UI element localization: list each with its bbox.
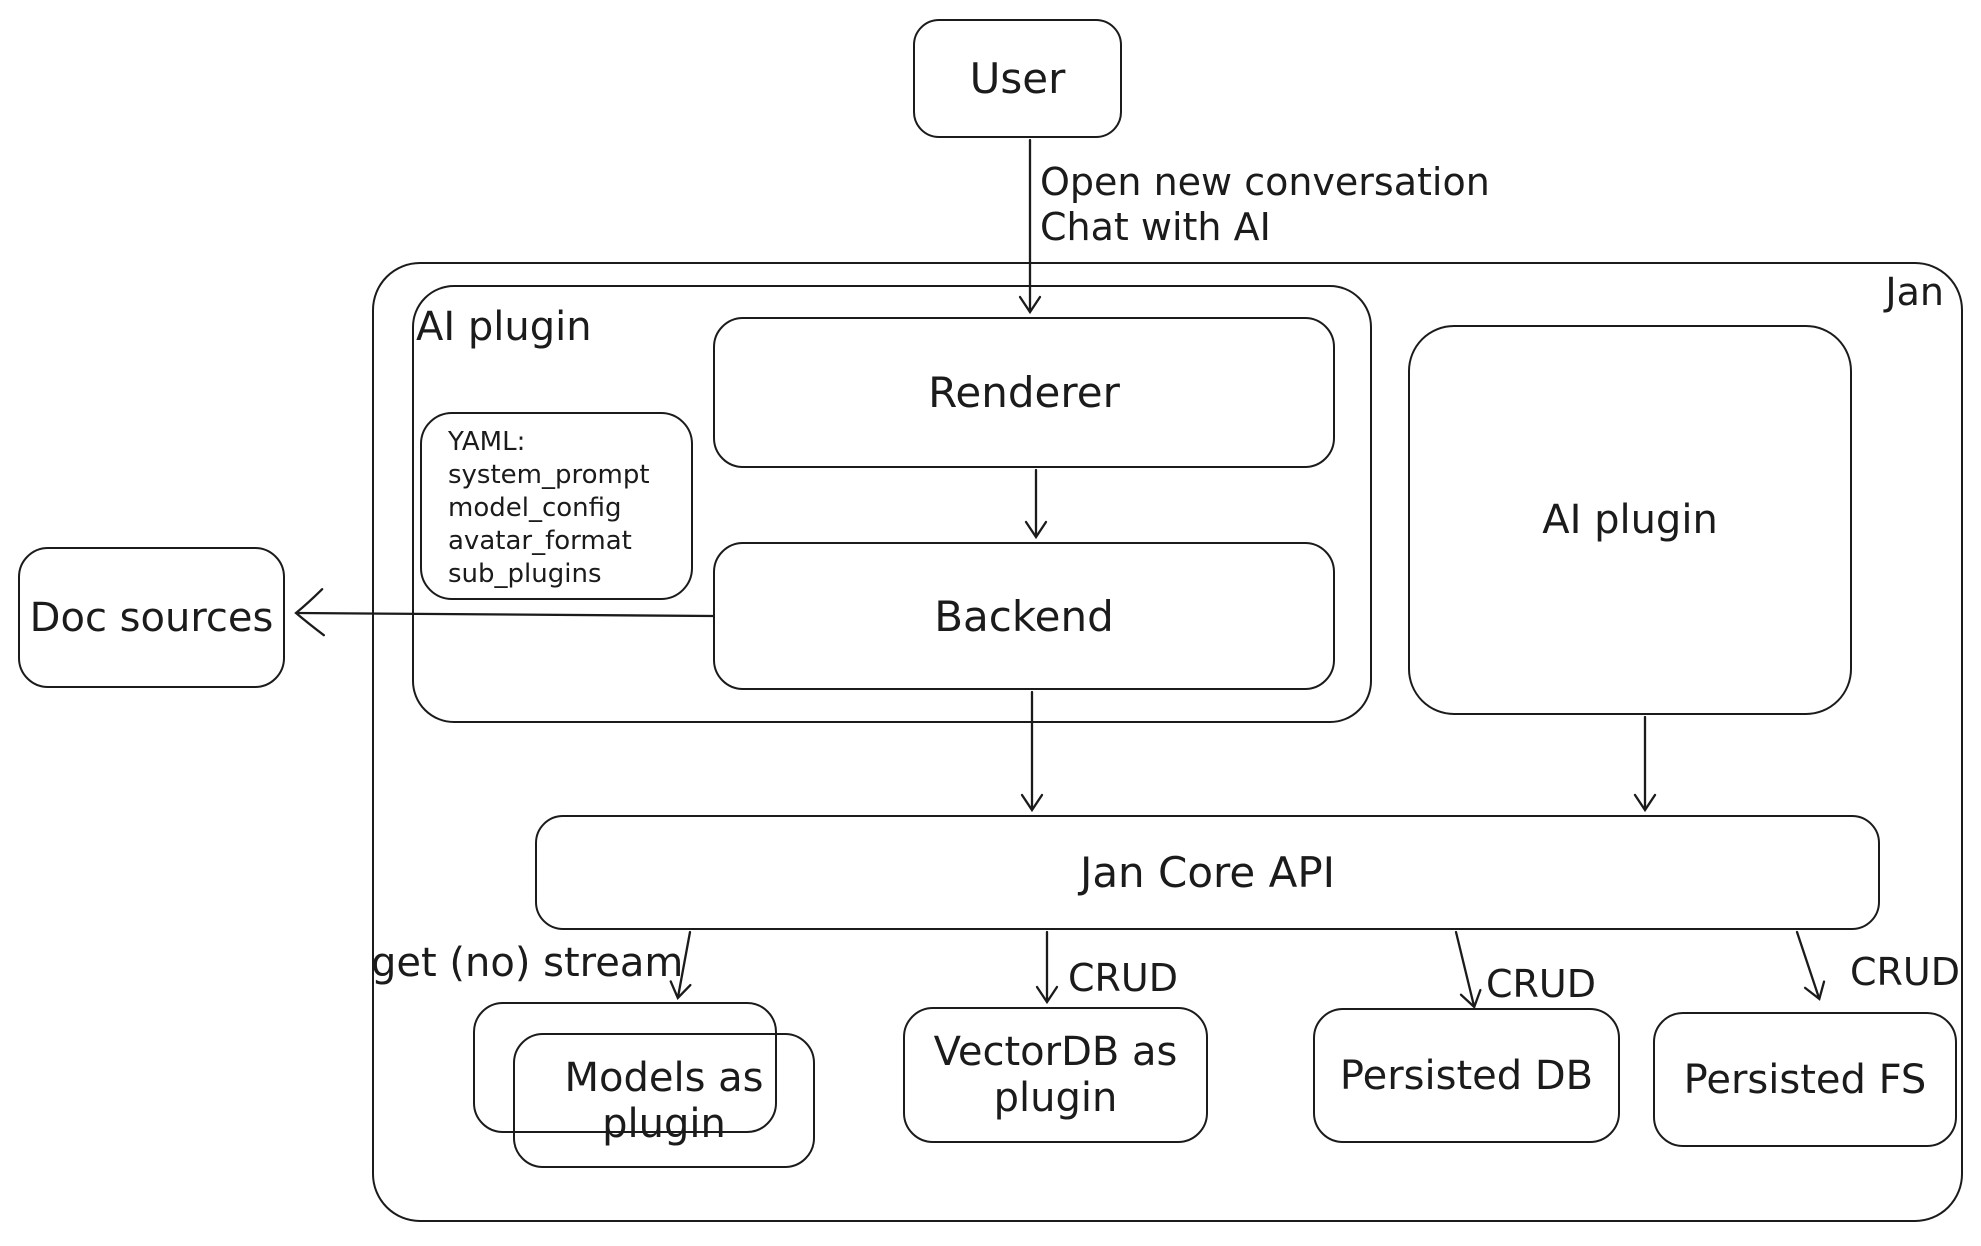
user-flow-label-line2: Chat with AI <box>1040 205 1271 249</box>
persisted-db-node-label: Persisted DB <box>1339 1052 1594 1099</box>
yaml-note-line: sub_plugins <box>448 559 602 589</box>
user-flow-label-line1: Open new conversation <box>1040 160 1490 204</box>
ai-plugin-group <box>412 285 1372 723</box>
user-node: User <box>913 19 1122 138</box>
jan-core-api-node-label: Jan Core API <box>1079 848 1336 897</box>
user-flow-label: Open new conversation Chat with AI <box>1040 160 1490 250</box>
ai-plugin-right-node-label: AI plugin <box>1542 497 1718 543</box>
crud-edge-label-persisted-db: CRUD <box>1486 962 1597 1006</box>
vectordb-plugin-node-label: VectorDB as plugin <box>933 1029 1178 1121</box>
persisted-fs-node: Persisted FS <box>1653 1012 1957 1147</box>
backend-node-label: Backend <box>934 591 1114 641</box>
yaml-note-line: avatar_format <box>448 526 632 556</box>
renderer-node: Renderer <box>713 317 1335 468</box>
doc-sources-node: Doc sources <box>18 547 285 688</box>
ai-plugin-group-label: AI plugin <box>416 304 592 350</box>
yaml-note-line: system_prompt <box>448 460 650 490</box>
models-plugin-node: Models as plugin <box>513 1033 815 1168</box>
persisted-fs-node-label: Persisted FS <box>1683 1056 1927 1103</box>
ai-plugin-right-node: AI plugin <box>1408 325 1852 715</box>
yaml-note-title: YAML: <box>448 427 526 457</box>
renderer-node-label: Renderer <box>928 368 1120 417</box>
jan-core-api-node: Jan Core API <box>535 815 1880 930</box>
models-plugin-node-back <box>473 1002 777 1133</box>
doc-sources-node-label: Doc sources <box>29 594 274 641</box>
user-node-label: User <box>969 54 1066 103</box>
yaml-note-line: model_config <box>448 493 622 523</box>
stream-edge-label: get (no) stream <box>371 940 684 986</box>
yaml-note: YAML: system_prompt model_config avatar_… <box>420 412 693 600</box>
backend-node: Backend <box>713 542 1335 690</box>
crud-edge-label-vectordb: CRUD <box>1068 956 1179 1000</box>
jan-container <box>372 262 1963 1222</box>
persisted-db-node: Persisted DB <box>1313 1008 1620 1143</box>
vectordb-plugin-node: VectorDB as plugin <box>903 1007 1208 1143</box>
crud-edge-label-persisted-fs: CRUD <box>1850 950 1961 994</box>
models-plugin-node-label: Models as plugin <box>564 1054 764 1147</box>
jan-container-label: Jan <box>1885 270 1944 314</box>
